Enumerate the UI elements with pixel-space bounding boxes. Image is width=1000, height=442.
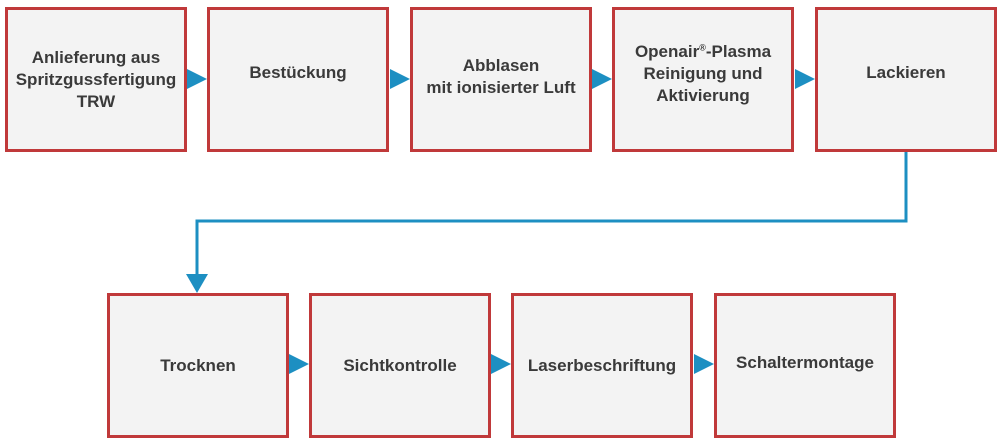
step-label-line: Reinigung und <box>643 63 763 83</box>
registered-mark: ® <box>699 41 706 52</box>
step-trocknen: Trocknen <box>107 293 289 438</box>
step-label-line: Aktivierung <box>656 85 750 105</box>
arrow-step7-to-step8 <box>491 354 511 374</box>
arrow-step1-to-step2 <box>187 69 207 89</box>
step-anlieferung: Anlieferung aus Spritzgussfertigung TRW <box>5 7 187 152</box>
connector-line-step5-to-step6 <box>195 152 908 276</box>
step-bestueckung: Bestückung <box>207 7 389 152</box>
step-label-line: TRW <box>76 91 116 111</box>
step-label-line: Anlieferung aus <box>31 47 161 67</box>
step-label: Sichtkontrolle <box>343 355 456 377</box>
step-label-line: Lackieren <box>866 62 946 82</box>
step-schaltermontage: Schaltermontage <box>714 293 896 438</box>
arrow-step6-to-step7 <box>289 354 309 374</box>
step-label-line: Bestückung <box>249 62 347 82</box>
step-label-line: Sichtkontrolle <box>343 355 457 375</box>
step-label: Abblasen mit ionisierter Luft <box>426 55 575 99</box>
step-laserbeschriftung: Laserbeschriftung <box>511 293 693 438</box>
step-label: Bestückung <box>249 62 346 84</box>
step-label-line: Spritzgussfertigung <box>15 69 177 89</box>
step-label-line: Abblasen <box>462 55 540 75</box>
arrow-step8-to-step9 <box>694 354 714 374</box>
arrow-step5-to-step6 <box>186 274 208 293</box>
step-openair-plasma: Openair®-Plasma Reinigung und Aktivierun… <box>612 7 794 152</box>
step-label-line: Laserbeschriftung <box>527 355 677 375</box>
step-label-text: -Plasma <box>705 41 772 61</box>
arrow-step2-to-step3 <box>390 69 410 89</box>
step-label-line: Openair®-Plasma <box>635 41 771 63</box>
step-label: Anlieferung aus Spritzgussfertigung TRW <box>16 47 177 113</box>
step-abblasen: Abblasen mit ionisierter Luft <box>410 7 592 152</box>
step-label-line: Schaltermontage <box>736 352 874 372</box>
step-label-line: mit ionisierter Luft <box>426 77 576 97</box>
step-label: Laserbeschriftung <box>528 355 676 377</box>
step-label: Trocknen <box>160 355 236 377</box>
step-label-line: Trocknen <box>160 355 236 375</box>
step-label-text: Openair <box>634 41 700 61</box>
step-label: Schaltermontage <box>736 352 874 374</box>
step-label: Openair®-Plasma Reinigung und Aktivierun… <box>635 41 771 107</box>
arrow-step4-to-step5 <box>795 69 815 89</box>
step-label: Lackieren <box>866 62 945 84</box>
step-lackieren: Lackieren <box>815 7 997 152</box>
step-sichtkontrolle: Sichtkontrolle <box>309 293 491 438</box>
arrow-step3-to-step4 <box>592 69 612 89</box>
